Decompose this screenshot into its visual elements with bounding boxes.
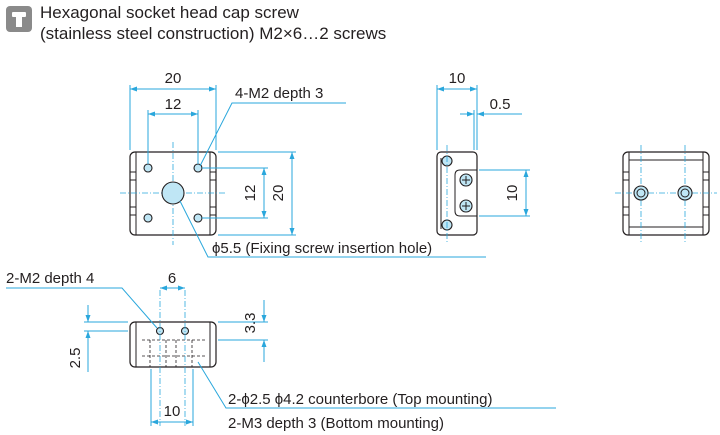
header-title: Hexagonal socket head cap screw (stainle… — [40, 2, 386, 44]
side-thickness-label: 10 — [449, 70, 466, 87]
side-offset-label: 0.5 — [490, 96, 511, 113]
bottom-tap-note: 2-M2 depth 4 — [6, 270, 94, 287]
rear-screw-hole — [633, 185, 649, 201]
side-height-label: 10 — [504, 185, 521, 202]
front-width-inner-label: 12 — [165, 96, 182, 113]
bottom-pitch-label: 6 — [168, 270, 176, 287]
rear-screw-hole — [677, 185, 693, 201]
front-view: 20 12 12 20 4-M2 depth 3 — [120, 70, 486, 258]
front-width-outer-label: 20 — [165, 70, 182, 87]
side-view: 10 0.5 10 — [436, 70, 530, 242]
front-tapped-hole — [143, 163, 153, 173]
front-tapped-hole — [143, 213, 153, 223]
bottom-view-body — [129, 321, 217, 368]
front-tap-note: 4-M2 depth 3 — [235, 85, 323, 102]
front-tapped-hole — [193, 213, 203, 223]
bottom-side-label: 2.5 — [67, 348, 84, 369]
front-hole-note: ϕ5.5 (Fixing screw insertion hole) — [212, 240, 432, 257]
bottom-depth-label: 3.3 — [242, 313, 259, 334]
screw-icon — [6, 6, 32, 32]
front-height-outer-label: 20 — [270, 185, 287, 202]
rear-view — [615, 145, 717, 242]
bottom-width-label: 10 — [164, 403, 181, 420]
rear-view-body — [622, 151, 710, 236]
front-insertion-hole — [161, 181, 185, 205]
bottom-counterbore-note: 2-ϕ2.5 ϕ4.2 counterbore (Top mounting) — [228, 391, 492, 408]
bottom-m3-tap-note: 2-M3 depth 3 (Bottom mounting) — [228, 415, 444, 432]
header-title-line1: Hexagonal socket head cap screw — [40, 3, 299, 22]
front-height-inner-label: 12 — [242, 185, 259, 202]
header-title-line2: (stainless steel construction) M2×6…2 sc… — [40, 24, 387, 43]
bottom-view: 6 2-M2 depth 4 3.3 2.5 — [6, 270, 556, 432]
